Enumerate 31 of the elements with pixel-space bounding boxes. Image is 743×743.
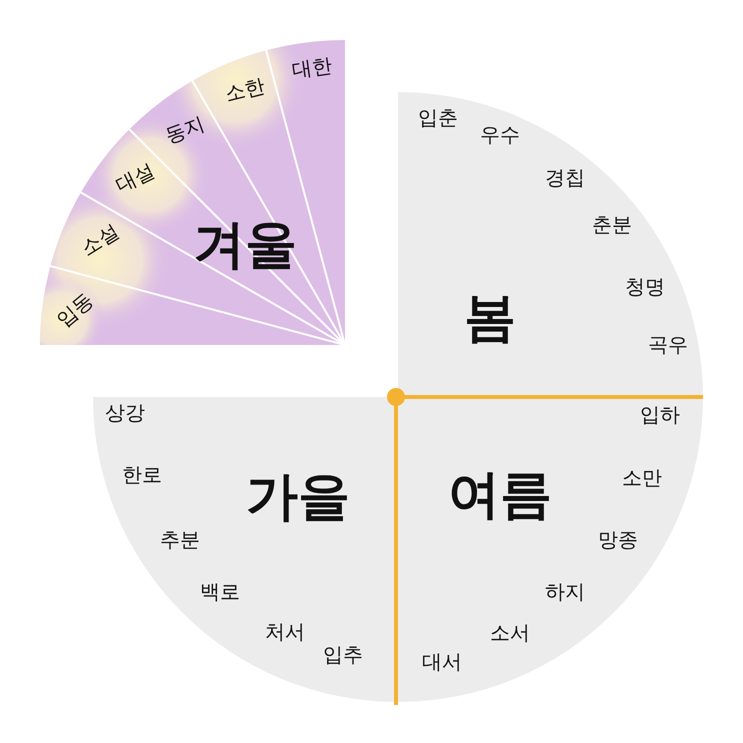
- term-label: 동지: [162, 110, 208, 150]
- term-label: 곡우: [648, 332, 688, 358]
- term-label: 소한: [222, 72, 268, 108]
- quarter-sector: [40, 40, 345, 345]
- term-label: 처서: [265, 618, 305, 646]
- quarter-sector: [398, 92, 703, 397]
- term-label: 입동: [51, 286, 99, 334]
- term-label: 소설: [76, 218, 124, 262]
- term-label: 하지: [545, 578, 585, 606]
- term-label: 대한: [290, 52, 334, 84]
- season-label: 가을: [246, 466, 350, 529]
- term-label: 한로: [122, 462, 162, 488]
- quarter-sector: [398, 397, 703, 702]
- term-label: 입춘: [418, 104, 458, 132]
- term-label: 대설: [111, 157, 159, 199]
- term-label: 소서: [490, 620, 530, 646]
- term-label: 대서: [422, 648, 462, 676]
- term-label: 춘분: [592, 212, 632, 238]
- term-label: 우수: [480, 122, 520, 148]
- term-label: 입하: [640, 402, 680, 428]
- term-label: 상강: [105, 400, 145, 426]
- term-label: 경칩: [545, 164, 585, 192]
- season-label: 겨울: [193, 214, 297, 277]
- term-label: 청명: [625, 274, 665, 300]
- season-label: 여름: [448, 464, 552, 527]
- term-label: 망종: [598, 526, 638, 554]
- season-label: 봄: [464, 287, 516, 350]
- term-label: 입추: [323, 642, 363, 668]
- term-label: 백로: [200, 578, 240, 606]
- term-label: 추분: [160, 526, 200, 554]
- term-label: 소만: [622, 464, 662, 492]
